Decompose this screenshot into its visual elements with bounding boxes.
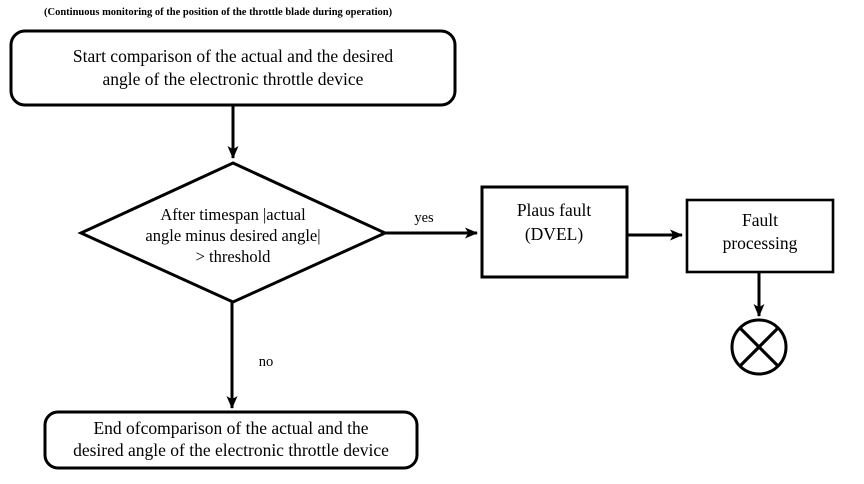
decision-node-line2: angle minus desired angle| — [145, 226, 320, 245]
node-end: End ofcomparison of the actual and the d… — [43, 410, 419, 470]
plaus-fault-line1: Plaus fault — [517, 200, 592, 220]
start-node-line2: angle of the electronic throttle device — [103, 69, 364, 89]
decision-node-line3: > threshold — [196, 247, 272, 266]
end-node-shape — [43, 410, 419, 470]
crossed-circle-icon — [730, 318, 788, 376]
start-node-line1: Start comparison of the actual and the d… — [73, 46, 393, 66]
node-plaus-fault: Plaus fault (DVEL) — [480, 185, 629, 279]
edge-label-no: no — [259, 354, 274, 370]
decision-node-line1: After timespan |actual — [160, 205, 306, 224]
plaus-fault-node-shape — [480, 185, 629, 279]
start-node-shape — [9, 29, 457, 107]
terminator-cross-line-2 — [738, 326, 780, 368]
edge-label-yes: yes — [414, 210, 434, 226]
node-fault-processing: Fault processing — [685, 198, 835, 274]
end-node-line2: desired angle of the electronic throttle… — [73, 440, 389, 460]
node-decision: After timespan |actual angle minus desir… — [77, 161, 389, 304]
diagram-caption: (Continuous monitoring of the position o… — [44, 7, 393, 18]
fault-processing-line2: processing — [723, 233, 798, 253]
fault-processing-line1: Fault — [742, 210, 778, 230]
end-node-line1: End ofcomparison of the actual and the — [93, 418, 368, 438]
node-start: Start comparison of the actual and the d… — [9, 29, 457, 107]
plaus-fault-line2: (DVEL) — [525, 224, 583, 244]
